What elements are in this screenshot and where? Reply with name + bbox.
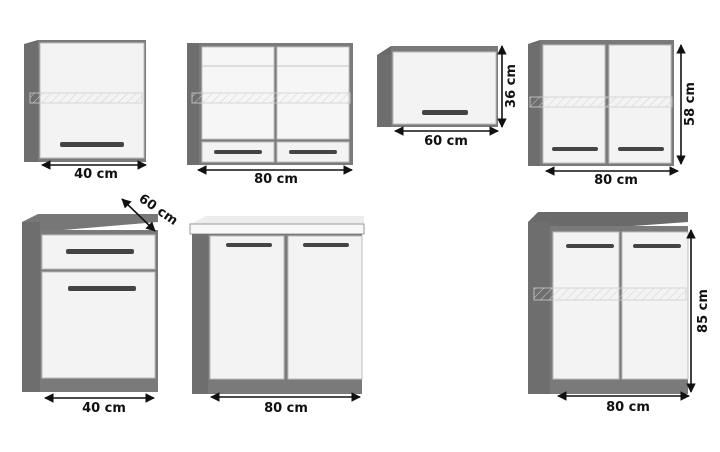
height-label-58cm: 58 cm [683, 82, 698, 126]
width-label-60cm: 60 cm [424, 134, 468, 149]
base-cabinet-80-double [528, 212, 689, 394]
height-label-36cm: 36 cm [504, 64, 519, 108]
width-label-80cm-double: 80 cm [594, 173, 638, 188]
height-label-85cm: 85 cm [696, 289, 711, 333]
width-label-80cm-double-base: 80 cm [606, 400, 650, 415]
wall-cabinet-80-double [528, 40, 674, 166]
base-cabinet-80-worktop [189, 216, 365, 394]
width-label-40cm-base: 40 cm [82, 401, 126, 416]
width-label-80cm-worktop: 80 cm [264, 401, 308, 416]
wall-cabinet-80-glass [187, 43, 353, 165]
width-label-40cm: 40 cm [74, 167, 118, 182]
base-cabinet-40 [22, 214, 158, 392]
wall-cabinet-40 [24, 40, 146, 162]
wall-cabinet-60-flap [377, 46, 498, 127]
width-label-80cm-glass: 80 cm [254, 172, 298, 187]
